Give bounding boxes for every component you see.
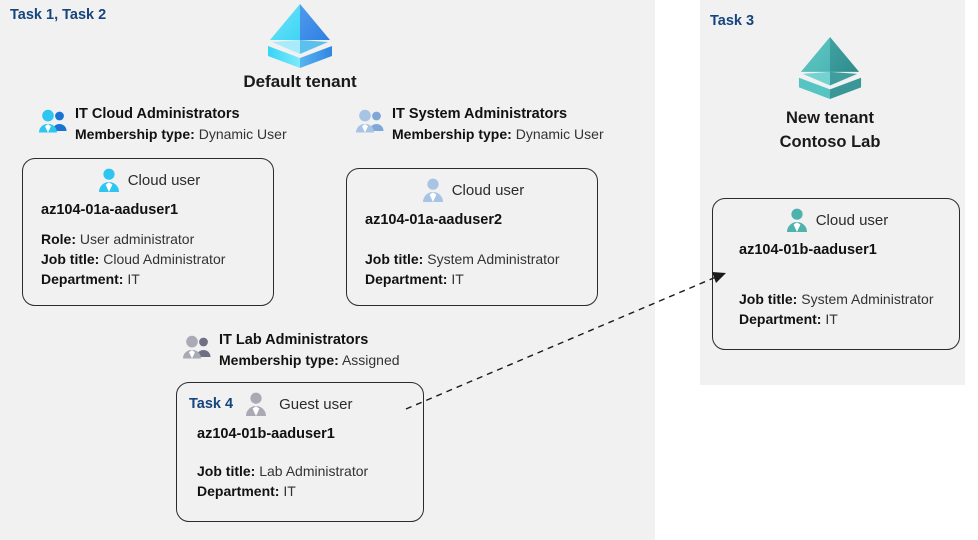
- card-head-label: Cloud user: [451, 181, 525, 199]
- card-prop-label: Job title:: [41, 250, 100, 267]
- task-label-4: Task 4: [189, 396, 234, 412]
- card-prop-label: Job title:: [197, 463, 256, 479]
- card-prop-value: IT: [451, 270, 464, 287]
- tenant-pyramid-icon: [798, 36, 862, 100]
- card-prop-label: Role:: [41, 231, 76, 247]
- cloud-user-icon: [786, 208, 807, 232]
- task-label-3: Task 3: [710, 13, 755, 29]
- user-card-az104-01a-aaduser2: Cloud user az104-01a-aaduser2 Job title:…: [346, 168, 598, 306]
- card-prop-label: Job title:: [739, 291, 798, 307]
- card-head-label: Guest user: [279, 395, 353, 413]
- group-name: IT Cloud Administrators: [75, 106, 240, 122]
- group-membership-type: Membership type: Assigned: [219, 351, 400, 371]
- card-prop-value: Lab Administrator: [259, 463, 369, 479]
- card-prop-label: Department:: [41, 270, 124, 287]
- card-user-name: az104-01b-aaduser1: [197, 426, 335, 442]
- card-prop-value: IT: [825, 310, 838, 327]
- card-prop-value: System Administrator: [427, 251, 560, 267]
- group-it-system-administrators: IT System Administrators Membership type…: [355, 104, 604, 144]
- user-card-az104-01b-aaduser1: Cloud user az104-01b-aaduser1 Job title:…: [712, 198, 960, 350]
- card-prop: Department: IT: [41, 270, 273, 290]
- user-card-az104-01a-aaduser1: Cloud user az104-01a-aaduser1 Role: User…: [22, 158, 274, 306]
- group-users-icon: [356, 109, 384, 133]
- task-label-1-2: Task 1, Task 2: [10, 7, 107, 23]
- card-prop-label: Job title:: [365, 251, 424, 267]
- cloud-user-icon: [422, 178, 443, 202]
- group-membership-label: Membership type:: [392, 125, 512, 142]
- group-membership-value: Dynamic User: [515, 125, 604, 142]
- card-head-label: Cloud user: [815, 211, 889, 229]
- group-membership-value: Assigned: [341, 351, 400, 368]
- card-user-name: az104-01a-aaduser1: [41, 202, 179, 218]
- card-prop-value: System Administrator: [801, 291, 934, 307]
- card-prop-label: Department:: [365, 270, 448, 287]
- new-tenant-line-2: Contoso Lab: [779, 132, 881, 151]
- tenant-pyramid-icon: [268, 4, 332, 68]
- group-it-lab-administrators: IT Lab Administrators Membership type: A…: [182, 330, 400, 370]
- card-prop: Job title: Lab Administrator: [197, 462, 423, 482]
- group-users-icon: [183, 335, 211, 359]
- default-tenant-title: Default tenant: [243, 72, 357, 91]
- new-tenant-block: New tenant Contoso Lab: [735, 35, 925, 155]
- user-card-guest-az104-01b-aaduser1: Task 4 Guest user az104-01b-aaduser1 Job…: [176, 382, 424, 522]
- card-prop-label: Department:: [739, 310, 822, 327]
- group-membership-type: Membership type: Dynamic User: [392, 125, 604, 145]
- new-tenant-line-1: New tenant: [785, 109, 874, 127]
- cloud-user-icon: [98, 168, 119, 192]
- group-membership-value: Dynamic User: [198, 125, 287, 142]
- card-prop: Department: IT: [365, 270, 597, 290]
- card-prop-value: Cloud Administrator: [103, 250, 226, 267]
- card-prop: Role: User administrator: [41, 230, 273, 250]
- group-name: IT Lab Administrators: [219, 332, 369, 348]
- default-tenant-block: Default tenant: [210, 2, 390, 92]
- guest-user-icon: [246, 392, 267, 416]
- group-membership-label: Membership type:: [75, 125, 195, 142]
- card-prop: Job title: System Administrator: [365, 250, 597, 270]
- card-user-name: az104-01b-aaduser1: [739, 242, 877, 258]
- card-prop: Department: IT: [197, 482, 423, 502]
- card-prop-value: IT: [127, 270, 140, 287]
- group-name: IT System Administrators: [392, 106, 568, 122]
- group-membership-label: Membership type:: [219, 351, 339, 368]
- card-prop-label: Department:: [197, 482, 280, 499]
- card-prop-value: IT: [283, 482, 296, 499]
- group-users-icon: [39, 109, 67, 133]
- card-prop: Job title: System Administrator: [739, 290, 959, 310]
- new-tenant-title: New tenant Contoso Lab: [735, 107, 925, 155]
- card-prop: Department: IT: [739, 310, 959, 330]
- card-head-label: Cloud user: [127, 171, 201, 189]
- card-user-name: az104-01a-aaduser2: [365, 212, 503, 228]
- card-prop-value: User administrator: [79, 231, 195, 247]
- group-it-cloud-administrators: IT Cloud Administrators Membership type:…: [38, 104, 287, 144]
- group-membership-type: Membership type: Dynamic User: [75, 125, 287, 145]
- card-prop: Job title: Cloud Administrator: [41, 250, 273, 270]
